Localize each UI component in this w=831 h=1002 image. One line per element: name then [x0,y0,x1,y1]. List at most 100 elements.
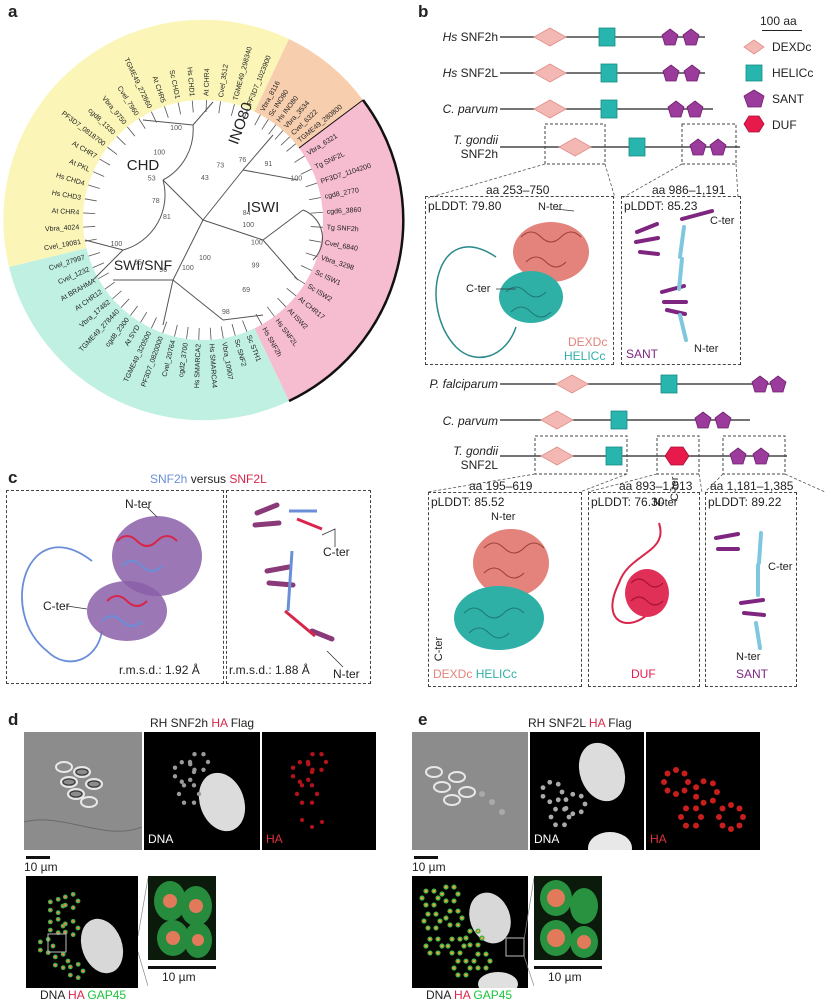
bootstrap-value: 76 [238,157,246,164]
scale-bar [762,30,802,31]
domain-duf-label: DUF [631,667,656,681]
helicc-square-icon [611,411,627,429]
clade-iswi: ISWI [247,199,280,216]
cter-label: C-ter [669,477,681,501]
zoom-connectors-top [420,160,830,200]
bootstrap-value: 81 [163,214,171,221]
cter-label: C-ter [710,215,734,227]
bootstrap-value: 100 [182,265,194,272]
panel-e-title: RH SNF2L HA Flag [528,716,632,730]
sant-pentagon-icon [752,376,768,392]
bootstrap-value: 96 [159,267,167,274]
sant-pentagon-icon [690,139,706,155]
legend-duf-label: DUF [772,118,797,132]
nter-label: N-ter [694,343,718,355]
sant-pentagon-icon [753,448,769,464]
dexdc-diamond-icon [534,64,566,82]
micrograph-merge-snf2l [412,876,528,988]
legend-helicc-label: HELICc [772,66,813,80]
rmsd-label: r.m.s.d.: 1.92 Å [119,663,200,677]
bootstrap-value: 100 [251,240,263,247]
domain-helicc-label: HELICc [476,667,517,681]
scale-label: 10 µm [24,860,58,874]
micrograph-ha-snf2h: HA [262,732,376,850]
bootstrap-value: 98 [222,309,230,316]
panel-label-d: d [8,710,18,730]
scale-label: 10 µm [162,970,196,984]
legend-dexdc-label: DEXDc [772,40,811,54]
micrograph-inset-snf2h [148,876,216,960]
row-cparvum-1: C. parvum [418,102,498,116]
micrograph-merge-snf2h [26,876,138,988]
sant-pentagon-icon [662,29,678,45]
sant-pentagon-icon [710,139,726,155]
structure-box-snf2l-sant: aa 1,181–1,385 pLDDT: 89.22 C-ter N-ter … [705,492,797,687]
helicc-square-icon [606,447,622,465]
bootstrap-value: 100 [199,255,211,262]
nter-label: N-ter [736,651,760,663]
domain-dexdc-label: DEXDc [433,667,472,681]
bootstrap-value: 78 [152,198,160,205]
dna-caption: DNA [148,832,173,846]
phylogenetic-tree: CHD INO80 ISWI SWI/SNF 10010099699810010… [0,10,415,440]
snf2h-domain-architectures [495,20,755,165]
dna-caption: DNA [534,832,559,846]
panel-label-c: c [8,468,17,488]
dexdc-diamond-icon [541,447,573,465]
structure-box-snf2l-duf: aa 893–1,013 pLDDT: 76.30 N-ter C-ter DU… [588,492,700,687]
cter-label: C-ter [323,545,350,559]
domain-sant-label: SANT [736,667,768,681]
range-label: aa 195–619 [469,479,532,493]
legend-sant-label: SANT [772,92,805,106]
dexdc-diamond-icon [556,375,588,393]
bootstrap-value: 100 [291,176,303,183]
range-label: aa 986–1,191 [652,183,725,197]
micrograph-phase-snf2l [412,732,528,850]
dexdc-diamond-icon [534,28,566,46]
bootstrap-value: 43 [201,175,209,182]
sant-pentagon-icon [668,101,684,117]
bootstrap-value: 53 [148,175,156,182]
sant-pentagon-icon [683,29,699,45]
bootstrap-value: 69 [242,287,250,294]
helicc-square-icon [601,64,617,82]
helicc-square-icon [601,100,617,118]
bootstrap-value: 91 [264,161,272,168]
bootstrap-value: 100 [153,150,165,157]
cter-label: C-ter [43,599,70,613]
superposition-title: SNF2h versus SNF2L [150,472,267,486]
cter-label: C-ter [768,561,792,573]
panel-d-title: RH SNF2h HA Flag [150,716,254,730]
sant-pentagon-icon [715,412,731,428]
sant-pentagon-icon [687,101,703,117]
scale-bar [414,856,438,859]
domain-sant-label: SANT [626,347,658,361]
sant-pentagon-icon [663,65,679,81]
scale-bar-label: 100 aa [760,14,797,28]
bootstrap-value: 84 [243,210,251,217]
structure-box-snf2h-atpase: aa 253–750 pLDDT: 79.80 N-ter C-ter DEXD… [425,196,614,365]
sant-pentagon-icon [730,448,746,464]
structure-box-snf2h-sant: aa 986–1,191 pLDDT: 85.23 C-ter N-ter SA… [621,196,741,365]
zoom-box-sant [682,124,736,164]
dexdc-diamond-icon [541,411,573,429]
superposition-atpase: N-ter C-ter r.m.s.d.: 1.92 Å [6,490,224,684]
cter-label: C-ter [433,637,445,661]
range-label: aa 253–750 [486,183,549,197]
cter-label: C-ter [466,283,490,295]
micrograph-dna-snf2h: DNA [144,732,260,850]
micrograph-dna-snf2l: DNA [530,732,644,850]
row-cparvum-2: C. parvum [410,414,498,428]
scale-bar [26,856,50,859]
panel-label-b: b [418,2,428,22]
nter-label: N-ter [125,497,152,511]
nter-label: N-ter [333,667,360,681]
helicc-square-icon [661,375,677,393]
nter-label: N-ter [491,511,515,523]
micrograph-inset-snf2l [534,876,602,960]
row-hs-snf2h: Hs SNF2h [438,30,498,44]
domain-helicc-label: HELICc [564,349,605,363]
bootstrap-value: 100 [170,125,182,132]
